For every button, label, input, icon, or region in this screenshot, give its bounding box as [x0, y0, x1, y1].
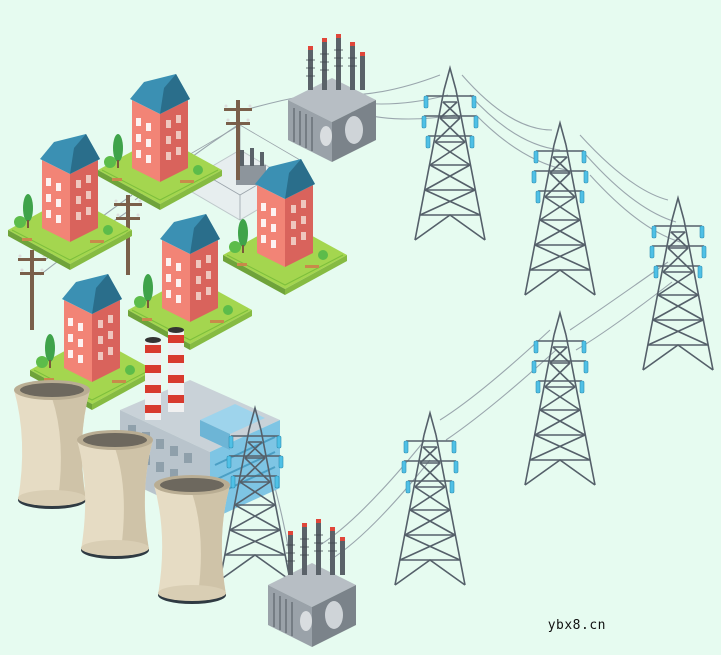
house-icon [127, 213, 253, 351]
utility-pole-icon [18, 250, 46, 330]
house-icon [7, 133, 133, 271]
transmission-tower-icon [524, 312, 596, 486]
transmission-tower-icon [642, 197, 714, 371]
watermark-text: ybx8.cn [547, 618, 606, 633]
transformer-icon [287, 33, 377, 163]
transmission-tower-icon [394, 412, 466, 586]
cooling-tower-icon [154, 475, 230, 604]
cooling-tower-icon [77, 430, 153, 559]
transmission-tower-icon [414, 67, 486, 241]
transmission-tower-icon [524, 122, 596, 296]
